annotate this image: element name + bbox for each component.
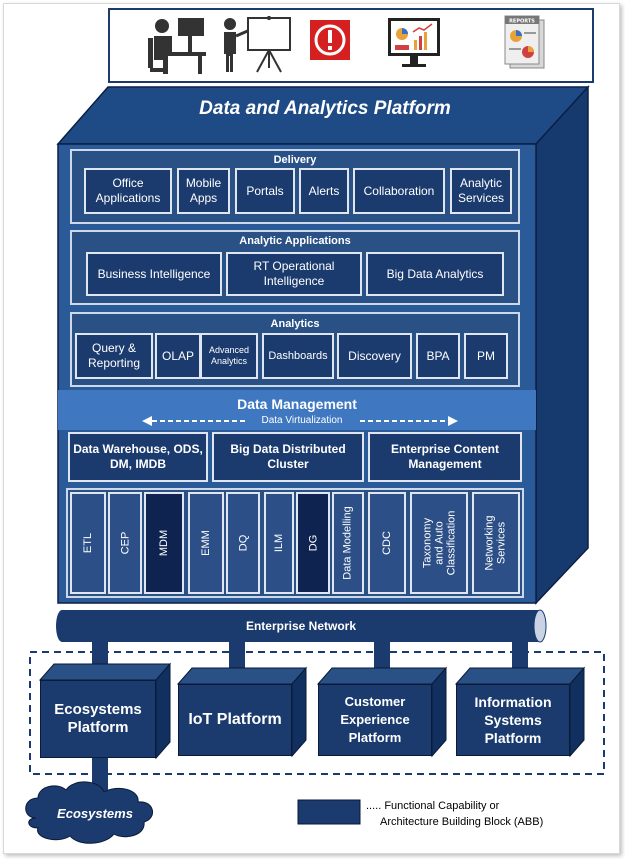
store-enterprise-content-management: Enterprise Content Management: [368, 432, 522, 482]
app-business-intelligence: Business Intelligence: [86, 252, 222, 296]
capability-mdm: MDM: [144, 492, 184, 594]
capability-data-modelling: Data Modelling: [332, 492, 364, 594]
app-rt-operational-intelligence: RT Operational Intelligence: [226, 252, 362, 296]
app-big-data-analytics: Big Data Analytics: [366, 252, 504, 296]
analytics-pm: PM: [464, 333, 508, 379]
user-at-computer-icon: [148, 18, 206, 74]
legend-swatch: [297, 799, 361, 825]
capability-dg: DG: [296, 492, 330, 594]
delivery-item-collaboration: Collaboration: [353, 168, 445, 214]
ecosystems-cloud: [25, 781, 153, 844]
delivery-item-office-applications: Office Applications: [84, 168, 172, 214]
connector-cx: [374, 642, 390, 668]
presenter-icon: [224, 16, 291, 73]
analytics-query-reporting: Query & Reporting: [75, 333, 153, 379]
reports-icon: REPORTS: [504, 15, 545, 69]
capability-cep: CEP: [108, 492, 142, 594]
connector-iot: [229, 642, 245, 668]
capability-dq: DQ: [226, 492, 260, 594]
consumers-bar: REPORTS: [108, 8, 594, 83]
enterprise-network-label: Enterprise Network: [245, 619, 357, 633]
platform-title: Data and Analytics Platform: [199, 98, 451, 119]
delivery-item-portals: Portals: [235, 168, 295, 214]
delivery-item-analytic-services: Analytic Services: [450, 168, 512, 214]
data-management-title: Data Management: [237, 396, 357, 412]
data-virtualization-label: Data Virtualization: [247, 415, 357, 427]
analytics-bpa: BPA: [416, 333, 460, 379]
connector-is: [512, 642, 528, 668]
capability-taxonomy: Taxonomy and Auto Classification: [410, 492, 468, 594]
analytics-olap: OLAP: [155, 333, 201, 379]
capability-ilm: ILM: [264, 492, 294, 594]
store-data-warehouse: Data Warehouse, ODS, DM, IMDB: [68, 432, 208, 482]
dashboard-monitor-icon: [388, 18, 440, 67]
connector-ecosystems: [92, 642, 108, 668]
analytics-advanced-analytics: Advanced Analytics: [200, 333, 258, 379]
legend-line-2: Architecture Building Block (ABB): [380, 816, 544, 828]
analytic-applications-title: Analytic Applications: [239, 235, 351, 247]
reports-icon-label: REPORTS: [509, 19, 535, 25]
delivery-item-alerts: Alerts: [299, 168, 349, 214]
platform-information-systems: Information Systems Platform: [456, 684, 570, 756]
legend-line-1: ..... Functional Capability or: [366, 800, 500, 812]
analytics-title: Analytics: [270, 318, 320, 330]
capability-etl: ETL: [70, 492, 106, 594]
platform-customer-experience: Customer Experience Platform: [318, 684, 432, 756]
analytics-discovery: Discovery: [337, 333, 412, 379]
ecosystems-label: Ecosystems: [57, 806, 133, 821]
alert-icon: [310, 20, 350, 60]
capability-emm: EMM: [188, 492, 224, 594]
figure-frame: [3, 3, 620, 854]
platform-iot: IoT Platform: [178, 684, 292, 756]
delivery-item-mobile-apps: Mobile Apps: [177, 168, 230, 214]
platform-ecosystems: Ecosystems Platform: [40, 680, 156, 758]
consumer-icons: REPORTS: [148, 15, 545, 74]
store-big-data-cluster: Big Data Distributed Cluster: [212, 432, 364, 482]
analytics-dashboards: Dashboards: [262, 333, 334, 379]
capability-networking-services: Networking Services: [472, 492, 520, 594]
capability-cdc: CDC: [368, 492, 406, 594]
delivery-title: Delivery: [273, 154, 317, 166]
